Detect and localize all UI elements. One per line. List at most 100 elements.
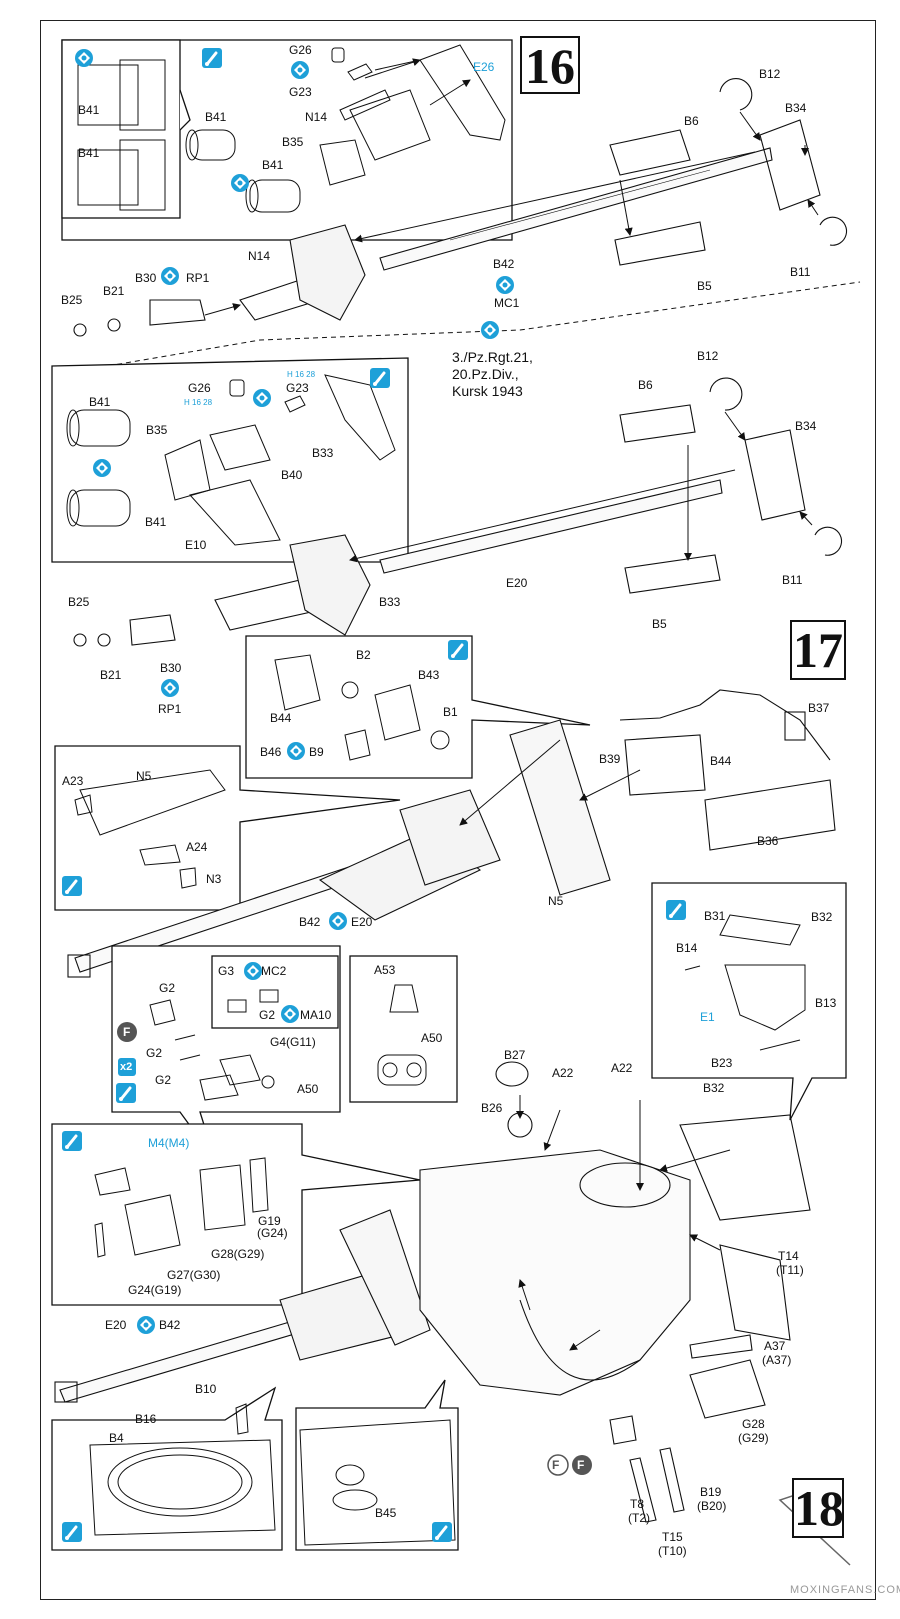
part-label: B41 — [78, 103, 100, 117]
part-label: B41 — [205, 110, 227, 124]
part-label: A50 — [421, 1031, 443, 1045]
part-label: B42 — [159, 1318, 181, 1332]
part-label: E1 — [700, 1010, 715, 1024]
part-label: B19 — [700, 1485, 722, 1499]
part-label: (B20) — [697, 1499, 727, 1513]
step-number-17: 17 — [790, 620, 846, 680]
part-label: B40 — [281, 468, 303, 482]
divider-line — [54, 281, 861, 376]
step16-parts-art — [77, 44, 506, 213]
part-label: G26 — [188, 381, 211, 395]
part-label: B41 — [262, 158, 284, 172]
part-label: B14 — [676, 941, 698, 955]
step17-g2-art — [149, 989, 279, 1101]
step18-b4-art — [89, 1403, 276, 1536]
part-label: B6 — [684, 114, 699, 128]
part-label: A24 — [186, 840, 208, 854]
part-label: E20 — [351, 915, 373, 929]
flip-label: F — [577, 1458, 585, 1472]
step18-turret-art — [54, 1061, 811, 1523]
step-number-18: 18 — [792, 1478, 844, 1538]
part-label: B43 — [418, 668, 440, 682]
part-label: (G29) — [738, 1431, 769, 1445]
part-label: G2 — [155, 1073, 172, 1087]
step-number-16: 16 — [520, 36, 580, 94]
flip-label: F — [552, 1458, 560, 1472]
step18-m4-box — [51, 1123, 421, 1306]
part-label: G2 — [259, 1008, 276, 1022]
part-label: B6 — [638, 378, 653, 392]
part-label: B44 — [270, 711, 292, 725]
part-label: B1 — [443, 705, 458, 719]
part-label: G2 — [159, 981, 176, 995]
part-label: T14 — [778, 1249, 799, 1263]
part-label: B33 — [379, 595, 401, 609]
part-label: A37 — [764, 1339, 786, 1353]
part-label: N14 — [305, 110, 328, 124]
step17-a53-art — [377, 984, 427, 1086]
step17-n5-art — [74, 769, 226, 889]
part-label: B10 — [195, 1382, 217, 1396]
part-label: MA10 — [300, 1008, 332, 1022]
part-label: B4 — [109, 1431, 124, 1445]
part-label: B11 — [790, 265, 811, 279]
part-label: B26 — [481, 1101, 503, 1115]
part-label: G23 — [289, 85, 312, 99]
part-label: B35 — [146, 423, 168, 437]
part-label: (G24) — [257, 1226, 288, 1240]
part-label: B2 — [356, 648, 371, 662]
step18-m4-art — [94, 1157, 269, 1258]
part-label: G2 — [146, 1046, 163, 1060]
part-label: B30 — [135, 271, 157, 285]
step17-g2-box — [111, 945, 341, 1161]
part-label: RP1 — [158, 702, 182, 716]
part-label: A50 — [297, 1082, 319, 1096]
part-label: B12 — [697, 349, 719, 363]
part-label: E10 — [185, 538, 207, 552]
step17-n5-box — [54, 745, 401, 911]
part-label: T15 — [662, 1530, 683, 1544]
part-label: N3 — [206, 872, 222, 886]
part-label: B27 — [504, 1048, 526, 1062]
part-label: B9 — [309, 745, 324, 759]
part-label: B12 — [759, 67, 781, 81]
part-label: N14 — [248, 249, 271, 263]
part-label: B30 — [160, 661, 182, 675]
part-label: B42 — [299, 915, 321, 929]
part-label: B42 — [493, 257, 515, 271]
part-label: B34 — [795, 419, 817, 433]
part-label: N5 — [136, 769, 152, 783]
part-label: G28(G29) — [211, 1247, 265, 1261]
part-label: E20 — [105, 1318, 127, 1332]
part-label: B31 — [704, 909, 726, 923]
part-label: G3 — [218, 964, 235, 978]
step18-b45-art — [299, 1419, 456, 1546]
part-label: G27(G30) — [167, 1268, 221, 1282]
part-label: B41 — [78, 146, 100, 160]
part-label: E20 — [506, 576, 528, 590]
part-label: B5 — [652, 617, 667, 631]
part-label: B5 — [697, 279, 712, 293]
part-label: B25 — [61, 293, 83, 307]
part-label: B46 — [260, 745, 282, 759]
step18-b4-box — [51, 1386, 283, 1551]
watermark-text: MOXINGFANS.COM — [790, 1584, 900, 1596]
part-label: M4(M4) — [148, 1136, 190, 1150]
part-label: B32 — [811, 910, 833, 924]
part-label: B13 — [815, 996, 837, 1010]
part-label: G4(G11) — [270, 1035, 316, 1049]
step17-b32-box — [651, 882, 847, 1121]
part-label: (A37) — [762, 1353, 792, 1367]
flip-label: F — [123, 1025, 131, 1039]
part-label: T8 — [630, 1497, 645, 1511]
part-label: A53 — [374, 963, 396, 977]
part-label: N5 — [548, 894, 564, 908]
part-label: B32 — [703, 1081, 725, 1095]
part-label: G19 — [258, 1214, 281, 1228]
mini-tag: H 16 28 — [287, 370, 316, 379]
part-label: (T11) — [776, 1263, 804, 1277]
instruction-sheet — [40, 20, 876, 1600]
part-label: B33 — [312, 446, 334, 460]
part-label: G28 — [742, 1417, 765, 1431]
